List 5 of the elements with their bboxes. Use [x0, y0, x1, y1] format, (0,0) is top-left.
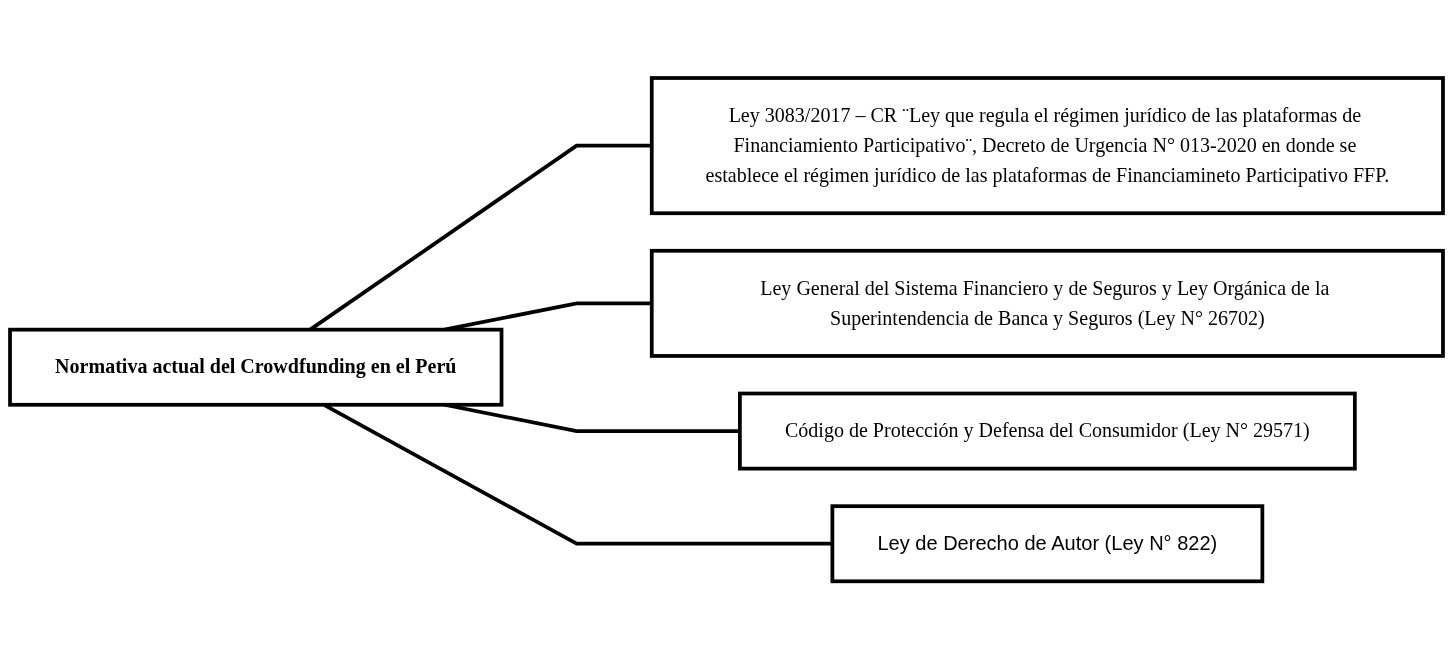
node-box: Ley de Derecho de Autor (Ley N° 822): [830, 504, 1265, 584]
node-box: Código de Protección y Defensa del Consumidor (Ley N° 29571): [738, 391, 1357, 471]
node-box: Normativa actual del Crowdfunding en el Perú: [8, 328, 504, 407]
node-box: Ley 3083/2017 – CR ¨Ley que regula el régimen jurídico de las plataformas de Financiamiento Participativo¨, Decreto de Urgencia N° 013-2020 en donde se establece el régimen jurídico de las plataformas de Financiamineto Participativo FFP.: [649, 76, 1445, 216]
node-box: Ley General del Sistema Financiero y de Seguros y Ley Orgánica de la Superintendencia de Banca y Seguros (Ley N° 26702): [649, 249, 1445, 359]
